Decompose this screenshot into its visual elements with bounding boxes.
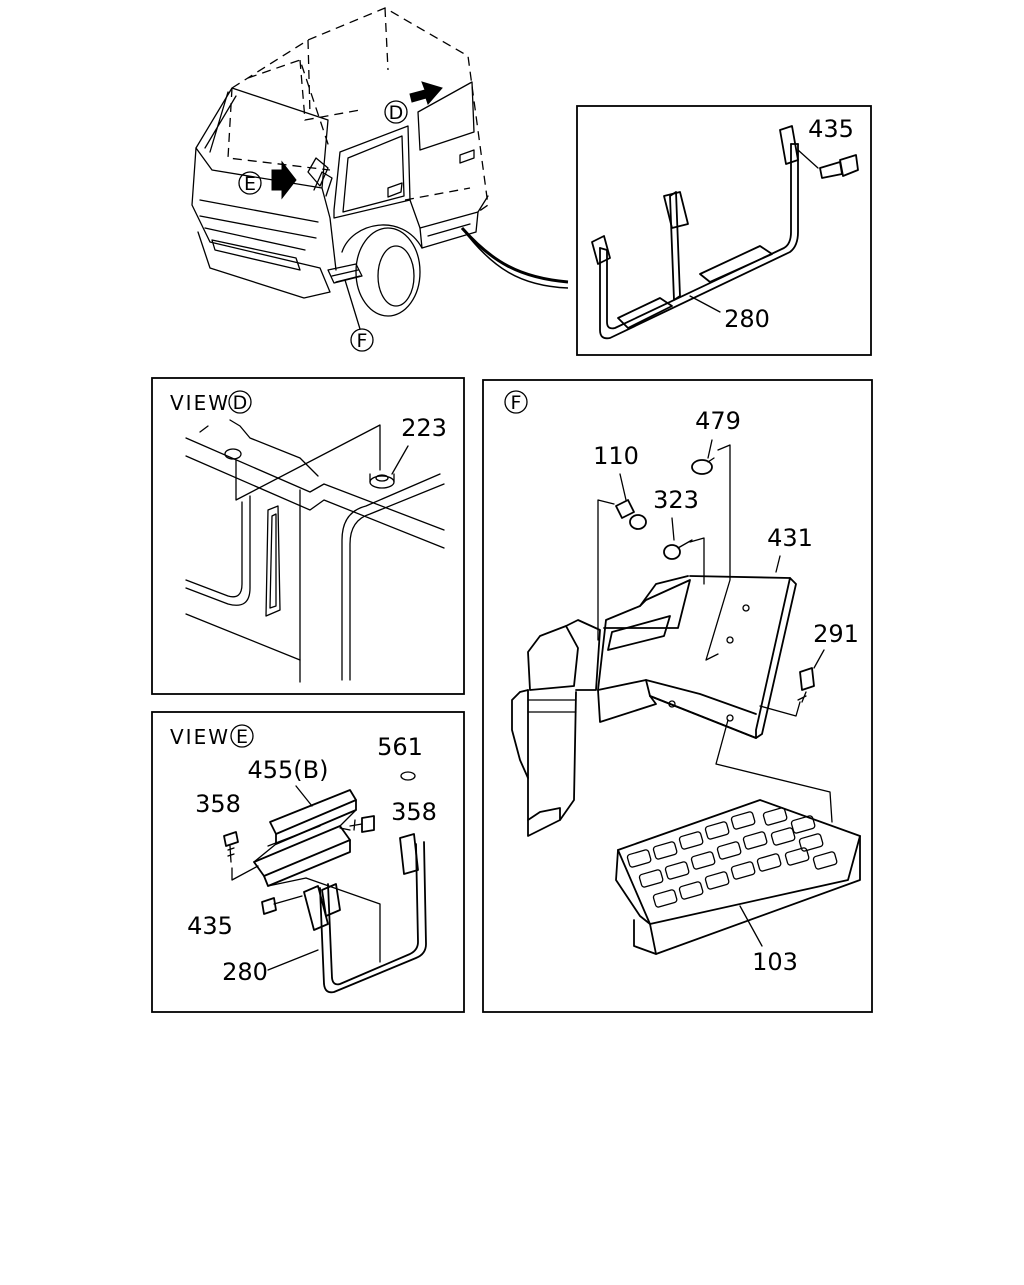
label-455b: 455(B) (248, 756, 329, 784)
truck-overview: D E F (191, 7, 569, 352)
label-435-top: 435 (808, 115, 854, 143)
label-435-e: 435 (187, 912, 233, 940)
view-e: VIEW E 561 455(B) 358 358 435 280 (170, 724, 437, 994)
view-d-label: VIEW (170, 391, 230, 415)
view-f: F 479 110 323 431 291 (504, 390, 861, 976)
label-479: 479 (695, 407, 741, 435)
view-e-frame (151, 711, 465, 1013)
label-103: 103 (752, 948, 798, 976)
overview-marker-e: E (244, 173, 256, 195)
label-223: 223 (401, 414, 447, 442)
view-f-frame (482, 379, 873, 1013)
view-d-letter: D (233, 392, 248, 414)
view-d-frame (151, 377, 465, 695)
view-f-letter: F (511, 392, 522, 414)
label-280-e: 280 (222, 958, 268, 986)
handrail-detail-frame (576, 105, 872, 356)
view-e-letter: E (236, 726, 248, 748)
label-291: 291 (813, 620, 859, 648)
label-358-right: 358 (391, 798, 437, 826)
view-e-label: VIEW (170, 725, 230, 749)
label-280-top: 280 (724, 305, 770, 333)
overview-marker-d: D (389, 102, 404, 124)
label-561: 561 (377, 733, 423, 761)
handrail-detail: 435 280 (591, 115, 859, 340)
label-323: 323 (653, 486, 699, 514)
label-431: 431 (767, 524, 813, 552)
label-358-left: 358 (195, 790, 241, 818)
view-d: VIEW D 223 (170, 390, 447, 683)
overview-marker-f: F (357, 330, 368, 352)
label-110: 110 (593, 442, 639, 470)
